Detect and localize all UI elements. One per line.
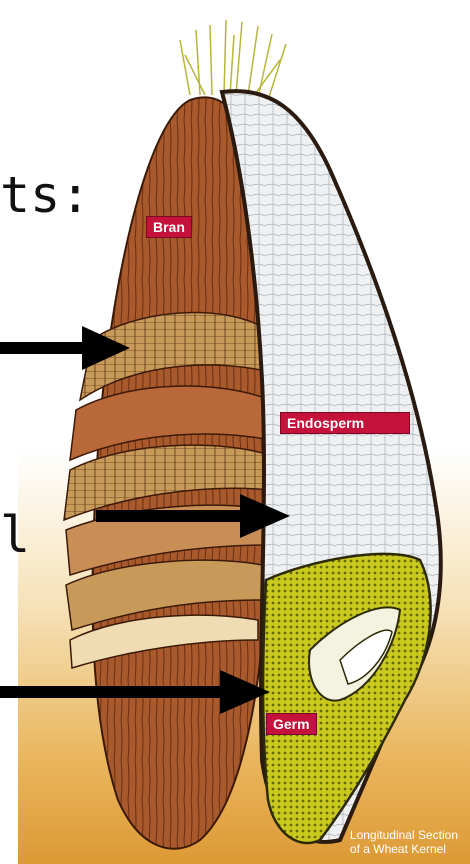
label-germ: Germ <box>266 713 317 735</box>
diagram-caption: Longitudinal Section of a Wheat Kernel <box>350 828 458 856</box>
label-endosperm: Endosperm <box>280 412 410 434</box>
caption-line-2: of a Wheat Kernel <box>350 842 458 856</box>
germ <box>263 554 430 843</box>
cropped-text-top: ts: <box>0 170 90 220</box>
label-bran: Bran <box>146 216 192 238</box>
caption-line-1: Longitudinal Section <box>350 828 458 842</box>
cropped-text-middle: l <box>0 510 30 560</box>
brush-hairs <box>180 20 286 100</box>
